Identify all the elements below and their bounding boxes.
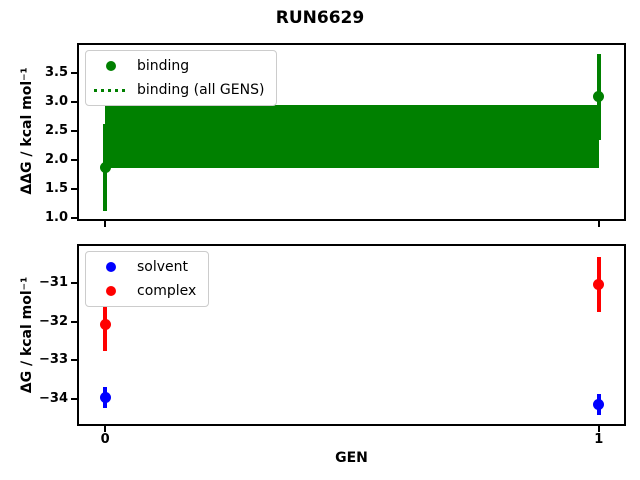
y-tick (71, 359, 77, 362)
y-tick-label: 1.5 (44, 181, 68, 197)
y-tick-label: 2.5 (44, 123, 68, 139)
y-tick-label: 3.5 (44, 65, 68, 81)
legend-item-binding-all-gens-: binding (all GENS) (92, 80, 264, 100)
legend-item-solvent: solvent (92, 257, 196, 277)
data-point-binding-gen1 (593, 91, 605, 103)
y-tick (71, 130, 77, 133)
figure-title: RUN6629 (275, 8, 365, 28)
legend-item-binding: binding (92, 56, 264, 76)
y-tick-label: −33 (39, 352, 68, 368)
y-axis-label-ddg: ΔΔG / kcal mol⁻¹ (19, 67, 35, 195)
data-point-solvent-gen0 (99, 392, 111, 404)
x-tick (104, 221, 107, 227)
y-tick (71, 188, 77, 191)
legend-dot-icon (106, 286, 116, 296)
legend-glyph-column (92, 61, 130, 71)
y-tick (71, 282, 77, 285)
legend-binding: binding binding (all GENS) (85, 50, 278, 106)
data-point-solvent-gen1 (593, 399, 605, 411)
legend-dot-icon (106, 61, 116, 71)
y-tick-label: 1.0 (44, 210, 68, 226)
y-tick-label: −32 (39, 313, 68, 329)
x-axis-label-gen: GEN (335, 450, 368, 466)
y-tick-label: 3.0 (44, 94, 68, 110)
legend-dotted-line-icon (94, 88, 128, 92)
x-tick-label: 0 (100, 432, 110, 447)
legend-label: complex (137, 283, 197, 299)
y-tick (71, 159, 77, 162)
data-point-complex-gen1 (593, 279, 605, 291)
y-axis-label-dg: ΔG / kcal mol⁻¹ (19, 276, 35, 394)
free-energy-plot-axes: −34 −33 −32 −31 0 1 solvent complex (39, 244, 626, 447)
y-tick (71, 320, 77, 323)
data-point-complex-gen0 (99, 319, 111, 331)
y-tick (71, 217, 77, 220)
x-tick (104, 426, 107, 432)
data-point-binding-gen0 (99, 162, 111, 174)
legend-label: solvent (137, 259, 189, 275)
x-tick-label: 1 (594, 432, 604, 447)
legend-glyph-column (92, 286, 130, 296)
x-tick (597, 221, 600, 227)
legend-item-complex: complex (92, 281, 196, 301)
y-tick-label: −34 (39, 390, 68, 406)
legend-glyph-column (92, 88, 130, 92)
legend-label: binding (137, 58, 190, 74)
legend-label: binding (all GENS) (137, 82, 265, 98)
y-tick (71, 397, 77, 400)
legend-dot-icon (106, 262, 116, 272)
y-tick-label: 2.0 (44, 152, 68, 168)
y-tick-label: −31 (39, 275, 68, 291)
uncertainty-band-binding-all-gens- (105, 104, 599, 168)
y-tick (71, 101, 77, 104)
y-tick (71, 72, 77, 75)
legend-glyph-column (92, 262, 130, 272)
x-tick (597, 426, 600, 432)
binding-plot-axes: 1.0 1.5 2.0 2.5 3.0 3.5 binding binding (all GE… (45, 43, 626, 227)
legend-free-energy: solvent complex (85, 251, 210, 307)
